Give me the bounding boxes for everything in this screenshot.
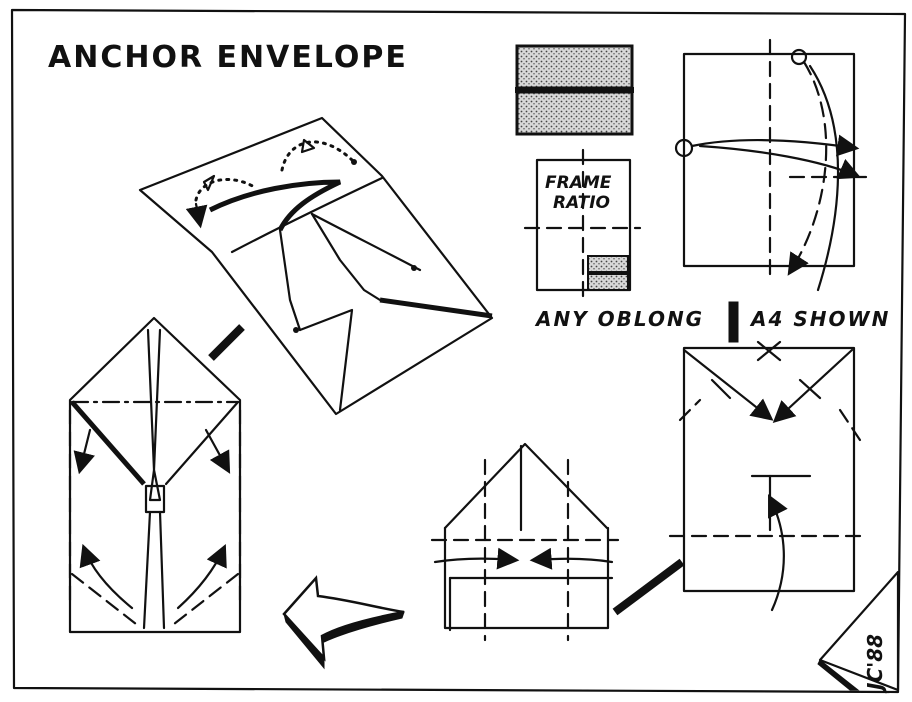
step3-house-fold <box>430 442 620 642</box>
step-divider-3 <box>208 324 245 361</box>
frame-ratio-label-2: RATIO <box>553 193 610 213</box>
step1-square-fold <box>674 38 868 292</box>
step-divider-1 <box>728 301 739 343</box>
signature-corner: JC'88 <box>817 570 900 694</box>
paper-swatches <box>515 44 634 136</box>
paper-caption-left: ANY OBLONG <box>534 307 704 331</box>
diagram-title: ANCHOR ENVELOPE <box>48 40 408 75</box>
step4-pocket-fold <box>68 316 242 634</box>
frame-ratio-label-1: FRAME <box>545 173 612 193</box>
turn-over-arrow <box>282 575 405 670</box>
sheet-border <box>10 8 907 694</box>
step-divider-2 <box>612 558 685 616</box>
step5-anchor-envelope <box>138 116 494 416</box>
signature-text: JC'88 <box>863 634 887 694</box>
step2-corner-folds <box>668 340 868 612</box>
paper-caption-right: A4 SHOWN <box>749 307 890 331</box>
frame-ratio-panel: FRAME RATIO <box>523 148 642 298</box>
